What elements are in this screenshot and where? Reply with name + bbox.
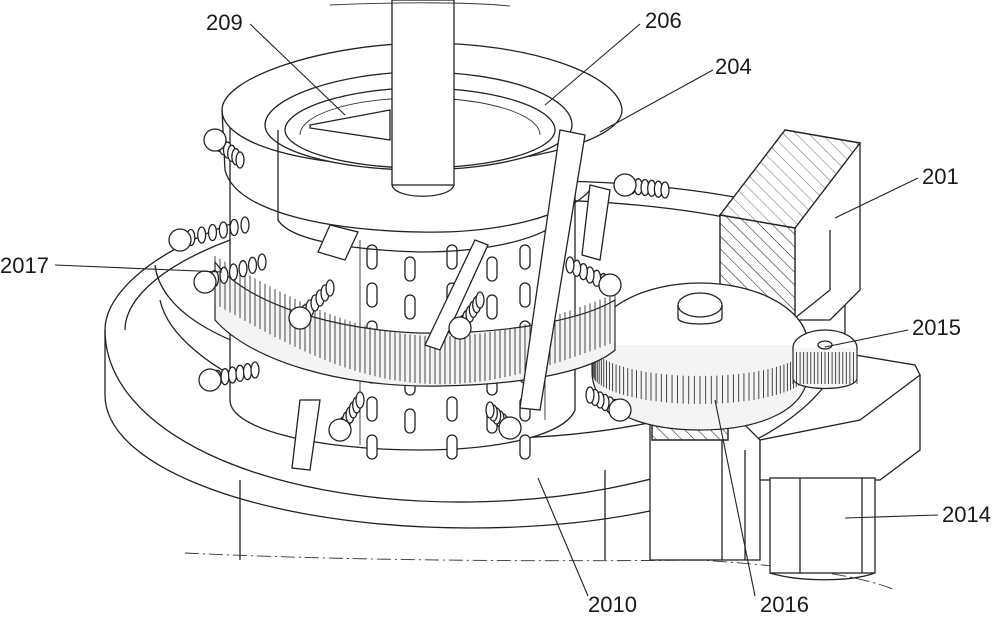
small-gear	[792, 329, 858, 390]
label-201: 201	[922, 164, 959, 189]
large-gear	[591, 282, 809, 431]
central-shaft	[329, 0, 511, 197]
label-209: 209	[206, 10, 243, 35]
label-2017: 2017	[0, 253, 49, 278]
label-2014: 2014	[942, 502, 991, 527]
frame-201	[718, 129, 862, 321]
label-204: 204	[715, 54, 752, 79]
motor	[769, 477, 876, 581]
label-206: 206	[645, 8, 682, 33]
label-2015: 2015	[912, 315, 961, 340]
leader-lines	[54, 23, 939, 597]
callout-labels: 209 206 204 201 2017 2015 2014 2010 2016	[0, 8, 991, 617]
springs	[168, 128, 670, 442]
blades	[291, 129, 611, 471]
label-2016: 2016	[760, 592, 809, 617]
top-rings	[221, 42, 623, 253]
label-2010: 2010	[588, 592, 637, 617]
